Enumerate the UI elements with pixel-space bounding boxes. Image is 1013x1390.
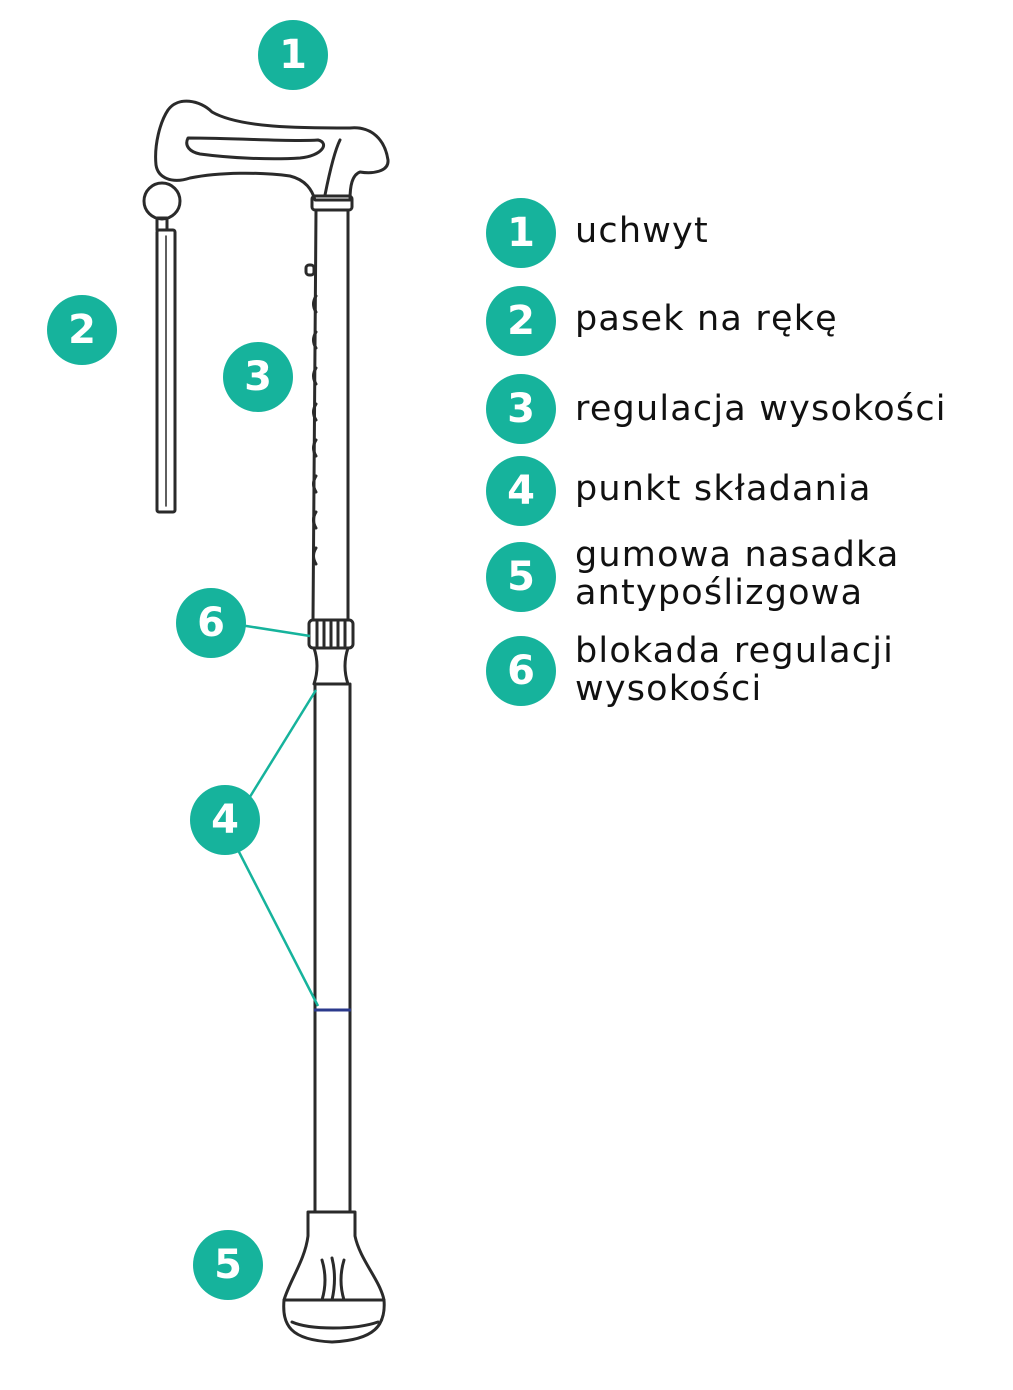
- legend-label: regulacja wysokości: [575, 389, 947, 429]
- legend-badge: 5: [486, 542, 556, 612]
- leader-line-4-lower: [235, 847, 320, 1007]
- legend-label-line-2: antypoślizgowa: [575, 573, 864, 613]
- callout-badge-2: 2: [47, 295, 117, 365]
- cane-handle-inner: [185, 136, 325, 161]
- callout-badge-6: 6: [176, 588, 246, 658]
- leader-line-6: [239, 623, 311, 638]
- legend-badge: 3: [486, 374, 556, 444]
- legend-label: punkt składania: [575, 469, 872, 509]
- rubber-tip: [282, 1210, 386, 1344]
- legend-label-line-2: wysokości: [575, 669, 763, 709]
- height-adjustment-holes: [304, 263, 318, 566]
- callout-badge-3: 3: [223, 342, 293, 412]
- legend-badge: 2: [486, 286, 556, 356]
- legend-badge: 4: [486, 456, 556, 526]
- leader-line-4-upper: [246, 689, 318, 801]
- legend-label: uchwyt: [575, 211, 709, 251]
- height-lock-ring: [307, 618, 355, 686]
- legend-badge: 6: [486, 636, 556, 706]
- legend-label-line-1: gumowa nasadka: [575, 535, 900, 575]
- callout-badge-4: 4: [190, 785, 260, 855]
- cane-handle: [154, 99, 390, 202]
- callout-badge-1: 1: [258, 20, 328, 90]
- handle-collar: [310, 194, 354, 212]
- wrist-strap: [142, 181, 182, 514]
- legend-label: pasek na rękę: [575, 299, 838, 339]
- legend-badge: 1: [486, 198, 556, 268]
- callout-badge-5: 5: [193, 1230, 263, 1300]
- legend-label-line-1: blokada regulacji: [575, 631, 895, 671]
